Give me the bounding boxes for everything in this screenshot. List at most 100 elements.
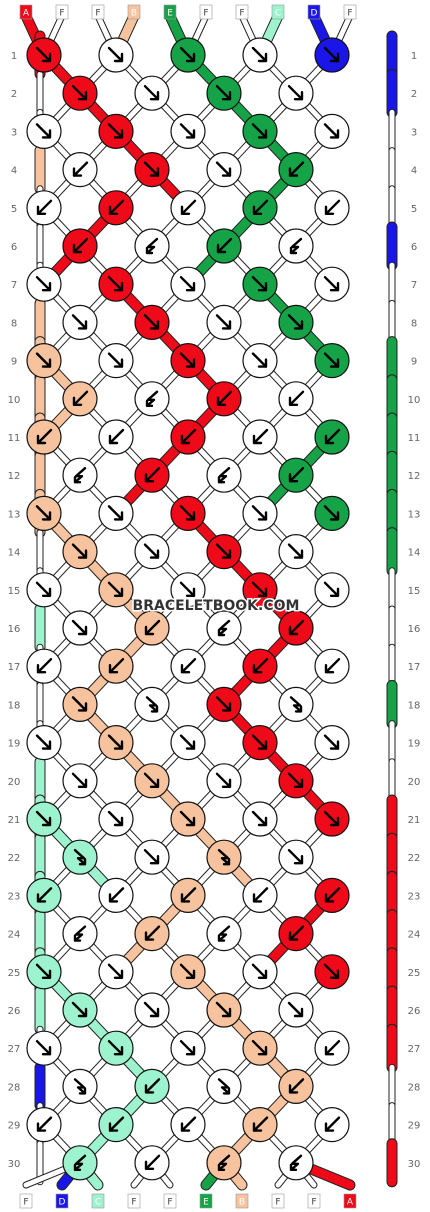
knot-r1-5 — [314, 37, 350, 73]
knot-r23-1 — [26, 877, 62, 914]
thread-label-text: B — [239, 1198, 245, 1208]
knot-r13-3 — [170, 495, 206, 532]
arrow-left-icon — [252, 887, 269, 903]
thread-label-top: F — [343, 4, 357, 20]
row-number-right: 3 — [411, 127, 417, 138]
knot-r21-4 — [242, 801, 278, 837]
thread-label-bg — [127, 4, 141, 20]
arrow-right-icon — [323, 581, 340, 597]
knot-r27-3 — [170, 1030, 206, 1066]
knot-r11-5 — [314, 419, 350, 455]
row-number-left: 5 — [11, 204, 17, 215]
arrow-left-icon — [216, 390, 233, 406]
knot-r15-1 — [26, 572, 62, 608]
knot-r26-3 — [206, 992, 242, 1028]
knot-r8-2 — [134, 304, 170, 340]
row-number-right: 23 — [408, 891, 421, 902]
arrow-right-icon — [179, 505, 196, 521]
arrow-right-icon — [251, 734, 268, 750]
thread-label-text: A — [23, 9, 30, 19]
arrow-left-icon — [288, 925, 305, 941]
knot-r17-3 — [170, 648, 206, 684]
row-number-right: 20 — [408, 777, 421, 788]
thread-label-bg — [55, 1193, 69, 1209]
knot-r25-2 — [98, 954, 134, 990]
arrow-left-icon — [108, 1116, 125, 1132]
row-number-right: 18 — [408, 700, 421, 711]
knot-r1-2 — [98, 37, 134, 73]
knot-r3-1 — [26, 113, 62, 149]
row-number-right: 24 — [408, 930, 421, 941]
knot-r7-4 — [242, 266, 278, 302]
arrow-right-icon — [287, 1001, 304, 1018]
arrow-left-icon — [289, 237, 303, 255]
arrow-right-icon — [215, 314, 232, 330]
row-number-right: 21 — [408, 815, 421, 826]
arrow-left-icon — [36, 199, 53, 216]
thread-label-bottom: F — [271, 1193, 285, 1209]
row-number-left: 23 — [8, 891, 21, 902]
arrow-left-icon — [108, 887, 125, 903]
row-number-right: 15 — [408, 586, 421, 597]
knot-r23-5 — [314, 877, 350, 914]
arrow-left-icon — [288, 467, 305, 483]
knot-r25-5 — [314, 954, 350, 990]
knot-r1-4 — [242, 37, 278, 73]
knot-r9-4 — [242, 343, 278, 379]
knot-r21-1 — [26, 801, 62, 837]
arrow-left-icon — [73, 1154, 87, 1172]
thread-label-top: A — [19, 4, 33, 20]
arrow-left-icon — [180, 199, 197, 216]
arrow-left-icon — [217, 619, 231, 637]
arrow-right-icon — [35, 1039, 52, 1056]
row-number-right: 30 — [408, 1159, 421, 1170]
thread-label-text: D — [311, 9, 318, 19]
knot-r10-2 — [134, 381, 170, 417]
knot-r20-3 — [206, 763, 242, 799]
knot-r27-2 — [98, 1030, 134, 1066]
arrow-right-icon — [143, 161, 160, 177]
thread-label-top: F — [55, 4, 69, 20]
row-number-left: 3 — [11, 127, 17, 138]
arrow-right-icon — [215, 696, 232, 712]
arrow-right-icon — [251, 963, 268, 979]
knot-r5-1 — [26, 190, 62, 226]
arrow-left-icon — [252, 1116, 269, 1132]
row-number-left: 16 — [8, 624, 21, 635]
knot-r18-2 — [134, 686, 170, 723]
arrow-right-icon — [107, 810, 124, 827]
arrow-left-icon — [288, 619, 305, 636]
arrow-left-icon — [73, 467, 87, 484]
thread-label-bg — [163, 1193, 177, 1209]
knot-r5-5 — [314, 190, 350, 226]
row-number-right: 22 — [408, 853, 421, 864]
knot-r14-3 — [206, 533, 242, 570]
thread-label-text: D — [59, 1198, 66, 1208]
thread-label-bg — [343, 4, 357, 20]
arrow-right-icon — [287, 772, 304, 788]
arrow-right-icon — [35, 46, 52, 63]
thread-label-text: F — [167, 1198, 172, 1208]
knot-r27-4 — [242, 1030, 278, 1066]
thread-label-bg — [91, 1193, 105, 1209]
knot-r25-3 — [170, 954, 206, 990]
row-number-left: 27 — [8, 1044, 21, 1055]
knot-r10-3 — [206, 381, 242, 417]
knot-r24-1 — [62, 915, 98, 952]
arrow-right-icon — [287, 314, 304, 330]
knot-r11-3 — [170, 419, 206, 455]
thread-label-bg — [343, 1193, 357, 1209]
knot-r20-2 — [134, 763, 170, 799]
knot-r6-4 — [278, 228, 314, 264]
arrow-left-icon — [324, 887, 341, 903]
arrow-right-icon — [107, 581, 124, 597]
arrow-right-icon — [287, 849, 304, 865]
thread-label-bg — [199, 1193, 213, 1209]
knot-r25-1 — [26, 954, 62, 990]
knot-r11-4 — [242, 419, 278, 455]
row-number-right: 4 — [411, 166, 417, 177]
arrow-left-icon — [72, 390, 89, 406]
knot-r11-2 — [98, 419, 134, 455]
arrow-right-icon — [251, 276, 268, 292]
